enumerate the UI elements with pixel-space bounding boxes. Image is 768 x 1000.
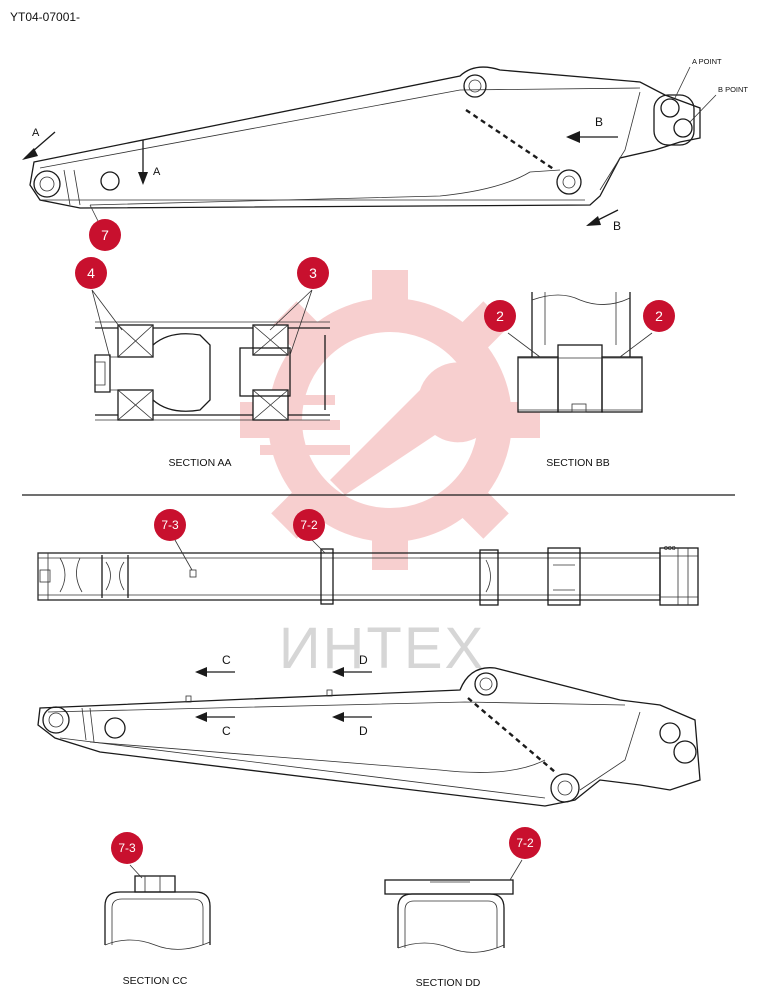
section-c-arrows: C C: [195, 653, 235, 738]
callout-7-3-plan: 7-3: [154, 509, 186, 541]
arrow-a-label-left: A: [32, 127, 40, 139]
arrow-b-label-lower: B: [613, 219, 621, 233]
svg-text:7-2: 7-2: [516, 836, 534, 850]
callout-7-2-section: 7-2: [509, 827, 541, 859]
section-bb-drawing: [517, 292, 643, 413]
arrow-c-label-upper: C: [222, 653, 231, 667]
svg-text:ooo: ooo: [664, 545, 676, 552]
svg-text:2: 2: [496, 308, 504, 324]
callout-4: 4: [75, 257, 107, 289]
svg-text:2: 2: [655, 308, 663, 324]
svg-text:7: 7: [101, 227, 109, 243]
watermark-text: ИНТЕХ: [279, 616, 485, 681]
section-a-arrows: A A: [22, 127, 161, 185]
callout-2-right: 2: [643, 300, 675, 332]
section-cc-label: SECTION CC: [123, 975, 188, 987]
label-a-point: A POINT: [692, 57, 722, 66]
boom-side-view-lower: [37, 667, 701, 807]
svg-text:7-2: 7-2: [300, 518, 318, 532]
section-dd-label: SECTION DD: [416, 977, 481, 989]
callout-7-3-section: 7-3: [111, 832, 143, 864]
section-d-arrows: D D: [332, 653, 372, 738]
svg-text:3: 3: [309, 265, 317, 281]
arrow-d-label-lower: D: [359, 724, 368, 738]
section-cc-drawing: [104, 875, 211, 950]
svg-text:7-3: 7-3: [118, 841, 136, 855]
doc-code: YT04-07001-: [10, 10, 80, 24]
svg-text:7-3: 7-3: [161, 518, 179, 532]
section-b-arrows: B B: [566, 115, 621, 233]
arrow-b-label-upper: B: [595, 115, 603, 129]
section-dd-drawing: [384, 879, 514, 953]
arrow-a-label-mid: A: [153, 166, 161, 178]
label-b-point: B POINT: [718, 85, 748, 94]
boom-side-view-top: [29, 66, 701, 209]
callout-2-left: 2: [484, 300, 516, 332]
callout-7-top: 7: [89, 219, 121, 251]
boom-plan-view: ooo: [37, 545, 699, 606]
callout-7-2-plan: 7-2: [293, 509, 325, 541]
arrow-d-label-upper: D: [359, 653, 368, 667]
arrow-c-label-lower: C: [222, 724, 231, 738]
section-aa-label: SECTION AA: [168, 457, 231, 469]
section-bb-label: SECTION BB: [546, 457, 610, 469]
callout-3: 3: [297, 257, 329, 289]
svg-text:4: 4: [87, 265, 95, 281]
